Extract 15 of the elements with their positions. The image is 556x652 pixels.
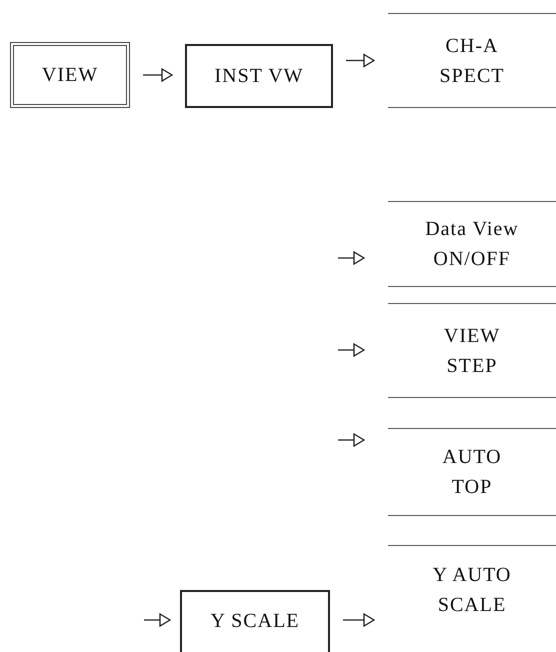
arrow (338, 433, 365, 447)
menu-key-box: Y SCALE (180, 590, 330, 652)
softkey-label: AUTO TOP (388, 428, 556, 516)
arrow (338, 343, 365, 357)
menu-key-box: VIEW (10, 42, 130, 108)
arrow (144, 613, 171, 627)
arrow (143, 68, 173, 82)
arrow (338, 251, 365, 265)
menu-key-box: INST VW (185, 44, 333, 108)
softkey-label: Y AUTO SCALE (388, 545, 556, 652)
softkey-label: Data View ON/OFF (388, 201, 556, 287)
arrow (343, 613, 375, 627)
arrow (346, 54, 375, 68)
softkey-label: VIEW STEP (388, 303, 556, 398)
softkey-label: CH-A SPECT (388, 13, 556, 108)
